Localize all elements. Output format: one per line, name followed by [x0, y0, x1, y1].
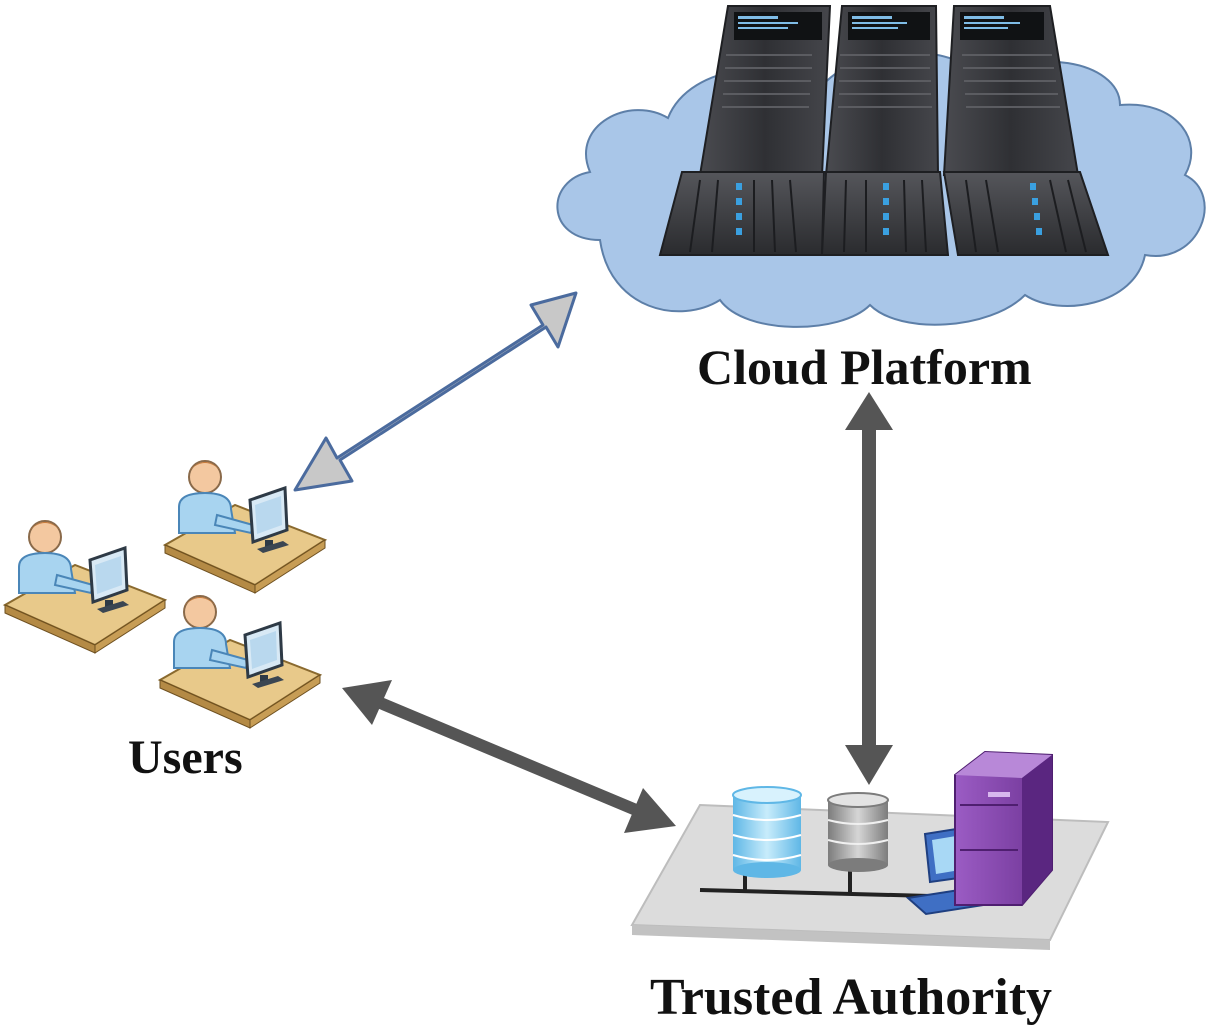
user-workstation-icon — [158, 594, 322, 730]
arrow-users-trusted-authority — [342, 680, 676, 833]
cloud-platform-node — [556, 5, 1206, 328]
server-rack-icon — [658, 5, 1110, 256]
arrow-users-cloud — [293, 291, 578, 492]
cloud-platform-label: Cloud Platform — [697, 339, 1032, 395]
user-workstation-icon — [3, 519, 167, 655]
database-blue-icon — [732, 786, 802, 878]
users-label: Users — [128, 731, 243, 784]
database-gray-icon — [827, 792, 889, 872]
server-tower-icon — [954, 750, 1053, 906]
trusted-authority-node — [630, 750, 1110, 950]
users-node — [3, 459, 327, 730]
trusted-authority-label: Trusted Authority — [650, 969, 1053, 1026]
arrow-cloud-trusted-authority — [845, 392, 893, 785]
